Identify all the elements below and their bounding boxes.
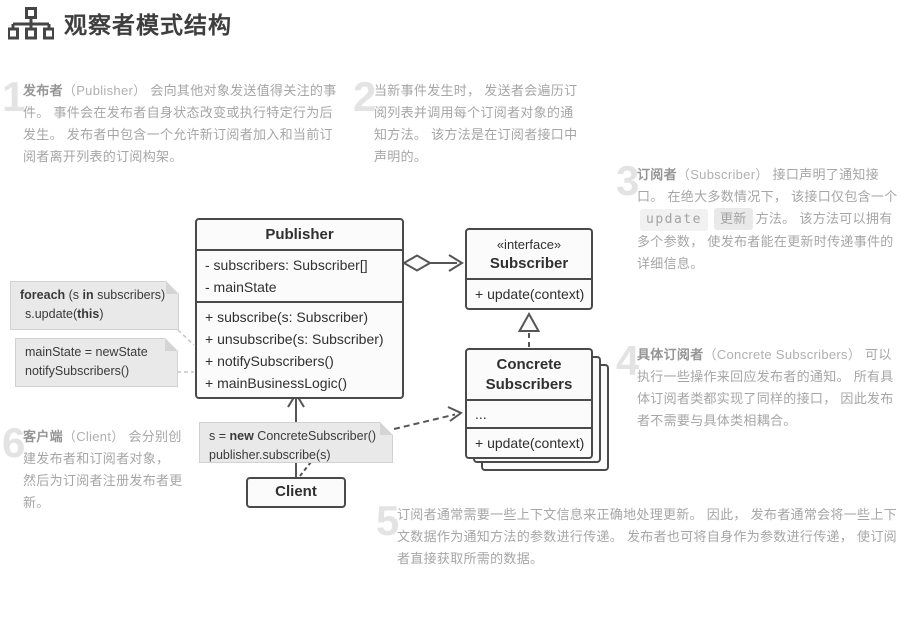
class-name: Publisher — [265, 226, 334, 243]
annotation-text: 当新事件发生时， 发送者会遍历订阅列表并调用每个订阅者对象的通知方法。 该方法是… — [374, 80, 586, 168]
code-text: ConcreteSubscriber() — [253, 429, 377, 443]
note-fold-corner — [166, 281, 179, 294]
annotation-paren: （Concrete Subscribers） — [703, 347, 862, 362]
page-header: 观察者模式结构 — [8, 6, 232, 40]
class-fields-section: ... — [467, 399, 591, 427]
page-title: 观察者模式结构 — [64, 12, 232, 38]
code-text: s.update( — [25, 307, 78, 321]
annotation-concrete-subscribers: 4 具体订阅者（Concrete Subscribers） 可以执行一些操作来回… — [616, 337, 903, 432]
class-fields-section: - subscribers: Subscriber[] - mainState — [197, 249, 402, 301]
code-text: s = — [209, 429, 230, 443]
hierarchy-icon — [8, 6, 54, 39]
annotation-text: 具体订阅者（Concrete Subscribers） 可以执行一些操作来回应发… — [637, 344, 903, 432]
note-client-link — [299, 461, 312, 477]
code-line: s.update(this) — [20, 305, 169, 324]
uml-interface-subscriber: «interface» Subscriber + update(context) — [465, 228, 593, 310]
annotation-client: 6 客户端（Client） 会分别创建发布者和订阅者对象， 然后为订阅者注册发布… — [2, 419, 184, 514]
code-text: ) — [99, 307, 104, 321]
aggregation-arrow — [401, 254, 464, 272]
class-methods-section: + update(context) — [467, 278, 591, 308]
annotation-body: 当新事件发生时， 发送者会遍历订阅列表并调用每个订阅者对象的通知方法。 该方法是… — [374, 83, 578, 164]
annotation-paren: （Subscriber） — [676, 167, 769, 182]
annotation-number: 5 — [376, 497, 400, 544]
class-methods-section: + subscribe(s: Subscriber) + unsubscribe… — [197, 301, 402, 397]
field-row: - mainState — [205, 279, 277, 295]
code-keyword: new — [229, 429, 254, 443]
annotation-lead: 订阅者 — [637, 167, 677, 182]
annotation-text: 客户端（Client） 会分别创建发布者和订阅者对象， 然后为订阅者注册发布者更… — [23, 426, 184, 514]
code-keyword: foreach — [20, 288, 66, 302]
annotation-number: 1 — [2, 73, 26, 120]
note-fold-corner — [380, 422, 393, 435]
method-row: + mainBusinessLogic() — [205, 375, 348, 391]
note-notify-subscribers-body: foreach (s in subscribers) s.update(this… — [10, 281, 179, 330]
method-row: + subscribe(s: Subscriber) — [205, 309, 369, 325]
uml-class-client: Client — [246, 477, 346, 508]
annotation-notify: 2 当新事件发生时， 发送者会遍历订阅列表并调用每个订阅者对象的通知方法。 该方… — [353, 73, 586, 168]
annotation-text: 发布者（Publisher） 会向其他对象发送值得关注的事件。 事件会在发布者自… — [23, 80, 344, 168]
code-line: s = new ConcreteSubscriber() — [209, 427, 383, 446]
annotation-text: 订阅者通常需要一些上下文信息来正确地处理更新。 因此， 发布者通常会将一些上下文… — [397, 504, 903, 570]
class-name: Subscriber — [489, 255, 569, 272]
code-keyword: this — [77, 307, 100, 321]
code-text: (s — [65, 288, 83, 302]
uml-class-publisher: Publisher - subscribers: Subscriber[] - … — [195, 218, 404, 399]
annotation-body: 可以执行一些操作来回应发布者的通知。 所有具体订阅者类都实现了同样的接口， 因此… — [637, 347, 894, 428]
stereotype-label: «interface» — [496, 237, 562, 252]
method-row: + update(context) — [475, 435, 585, 451]
annotation-number: 4 — [616, 337, 640, 384]
code-line: publisher.subscribe(s) — [209, 448, 331, 462]
annotation-body: 会向其他对象发送值得关注的事件。 事件会在发布者自身状态改变或执行特定行为后发生… — [23, 83, 337, 164]
annotation-number: 2 — [353, 73, 377, 120]
annotation-number: 3 — [616, 157, 640, 204]
field-row: ... — [475, 406, 487, 422]
note-concrete-arrow — [393, 406, 463, 430]
class-name: Client — [275, 483, 317, 500]
note-main-business-logic-body: mainState = newState notifySubscribers() — [15, 338, 178, 387]
uml-class-concrete-subscribers: Concrete Subscribers ... + update(contex… — [465, 348, 593, 459]
class-methods-section: + update(context) — [467, 427, 591, 457]
annotation-text: 订阅者（Subscriber） 接口声明了通知接口。 在绝大多数情况下， 该接口… — [637, 164, 903, 275]
annotation-lead: 发布者 — [23, 83, 63, 98]
method-row: + update(context) — [475, 286, 585, 302]
method-row: + notifySubscribers() — [205, 353, 334, 369]
note-fold-corner — [165, 338, 178, 351]
annotation-lead: 具体订阅者 — [637, 347, 704, 362]
annotation-publisher: 1 发布者（Publisher） 会向其他对象发送值得关注的事件。 事件会在发布… — [2, 73, 344, 168]
inline-code-update: update — [640, 209, 708, 231]
method-row: + unsubscribe(s: Subscriber) — [205, 331, 384, 347]
code-line: foreach (s in subscribers) — [20, 286, 169, 305]
annotation-body: 订阅者通常需要一些上下文信息来正确地处理更新。 因此， 发布者通常会将一些上下文… — [397, 507, 897, 566]
annotation-context: 5 订阅者通常需要一些上下文信息来正确地处理更新。 因此， 发布者通常会将一些上… — [376, 497, 903, 570]
code-line: notifySubscribers() — [25, 364, 130, 378]
annotation-body: 会分别创建发布者和订阅者对象， 然后为订阅者注册发布者更新。 — [23, 429, 183, 510]
field-row: - subscribers: Subscriber[] — [205, 257, 368, 273]
code-line: mainState = newState — [25, 345, 148, 359]
class-name: Concrete Subscribers — [485, 356, 573, 393]
inline-term-update-zh[interactable]: 更新 — [713, 208, 753, 230]
foreach-note-connector — [177, 329, 195, 346]
annotation-lead: 客户端 — [23, 429, 63, 444]
realization-arrow — [517, 311, 541, 348]
annotation-number: 6 — [2, 419, 26, 466]
code-keyword: in — [82, 288, 94, 302]
annotation-paren: （Client） — [62, 429, 125, 444]
annotation-body: 接口声明了通知接口。 在绝大多数情况下， 该接口仅包含一个 — [637, 167, 898, 204]
annotation-paren: （Publisher） — [62, 83, 147, 98]
annotation-body: 方法。 该方法可以拥有多个参数， 使发布者能在更新时传递事件的详细信息。 — [637, 211, 894, 271]
annotation-subscriber: 3 订阅者（Subscriber） 接口声明了通知接口。 在绝大多数情况下， 该… — [616, 157, 903, 275]
note-client-body: s = new ConcreteSubscriber() publisher.s… — [199, 422, 393, 463]
code-text: subscribers) — [93, 288, 166, 302]
